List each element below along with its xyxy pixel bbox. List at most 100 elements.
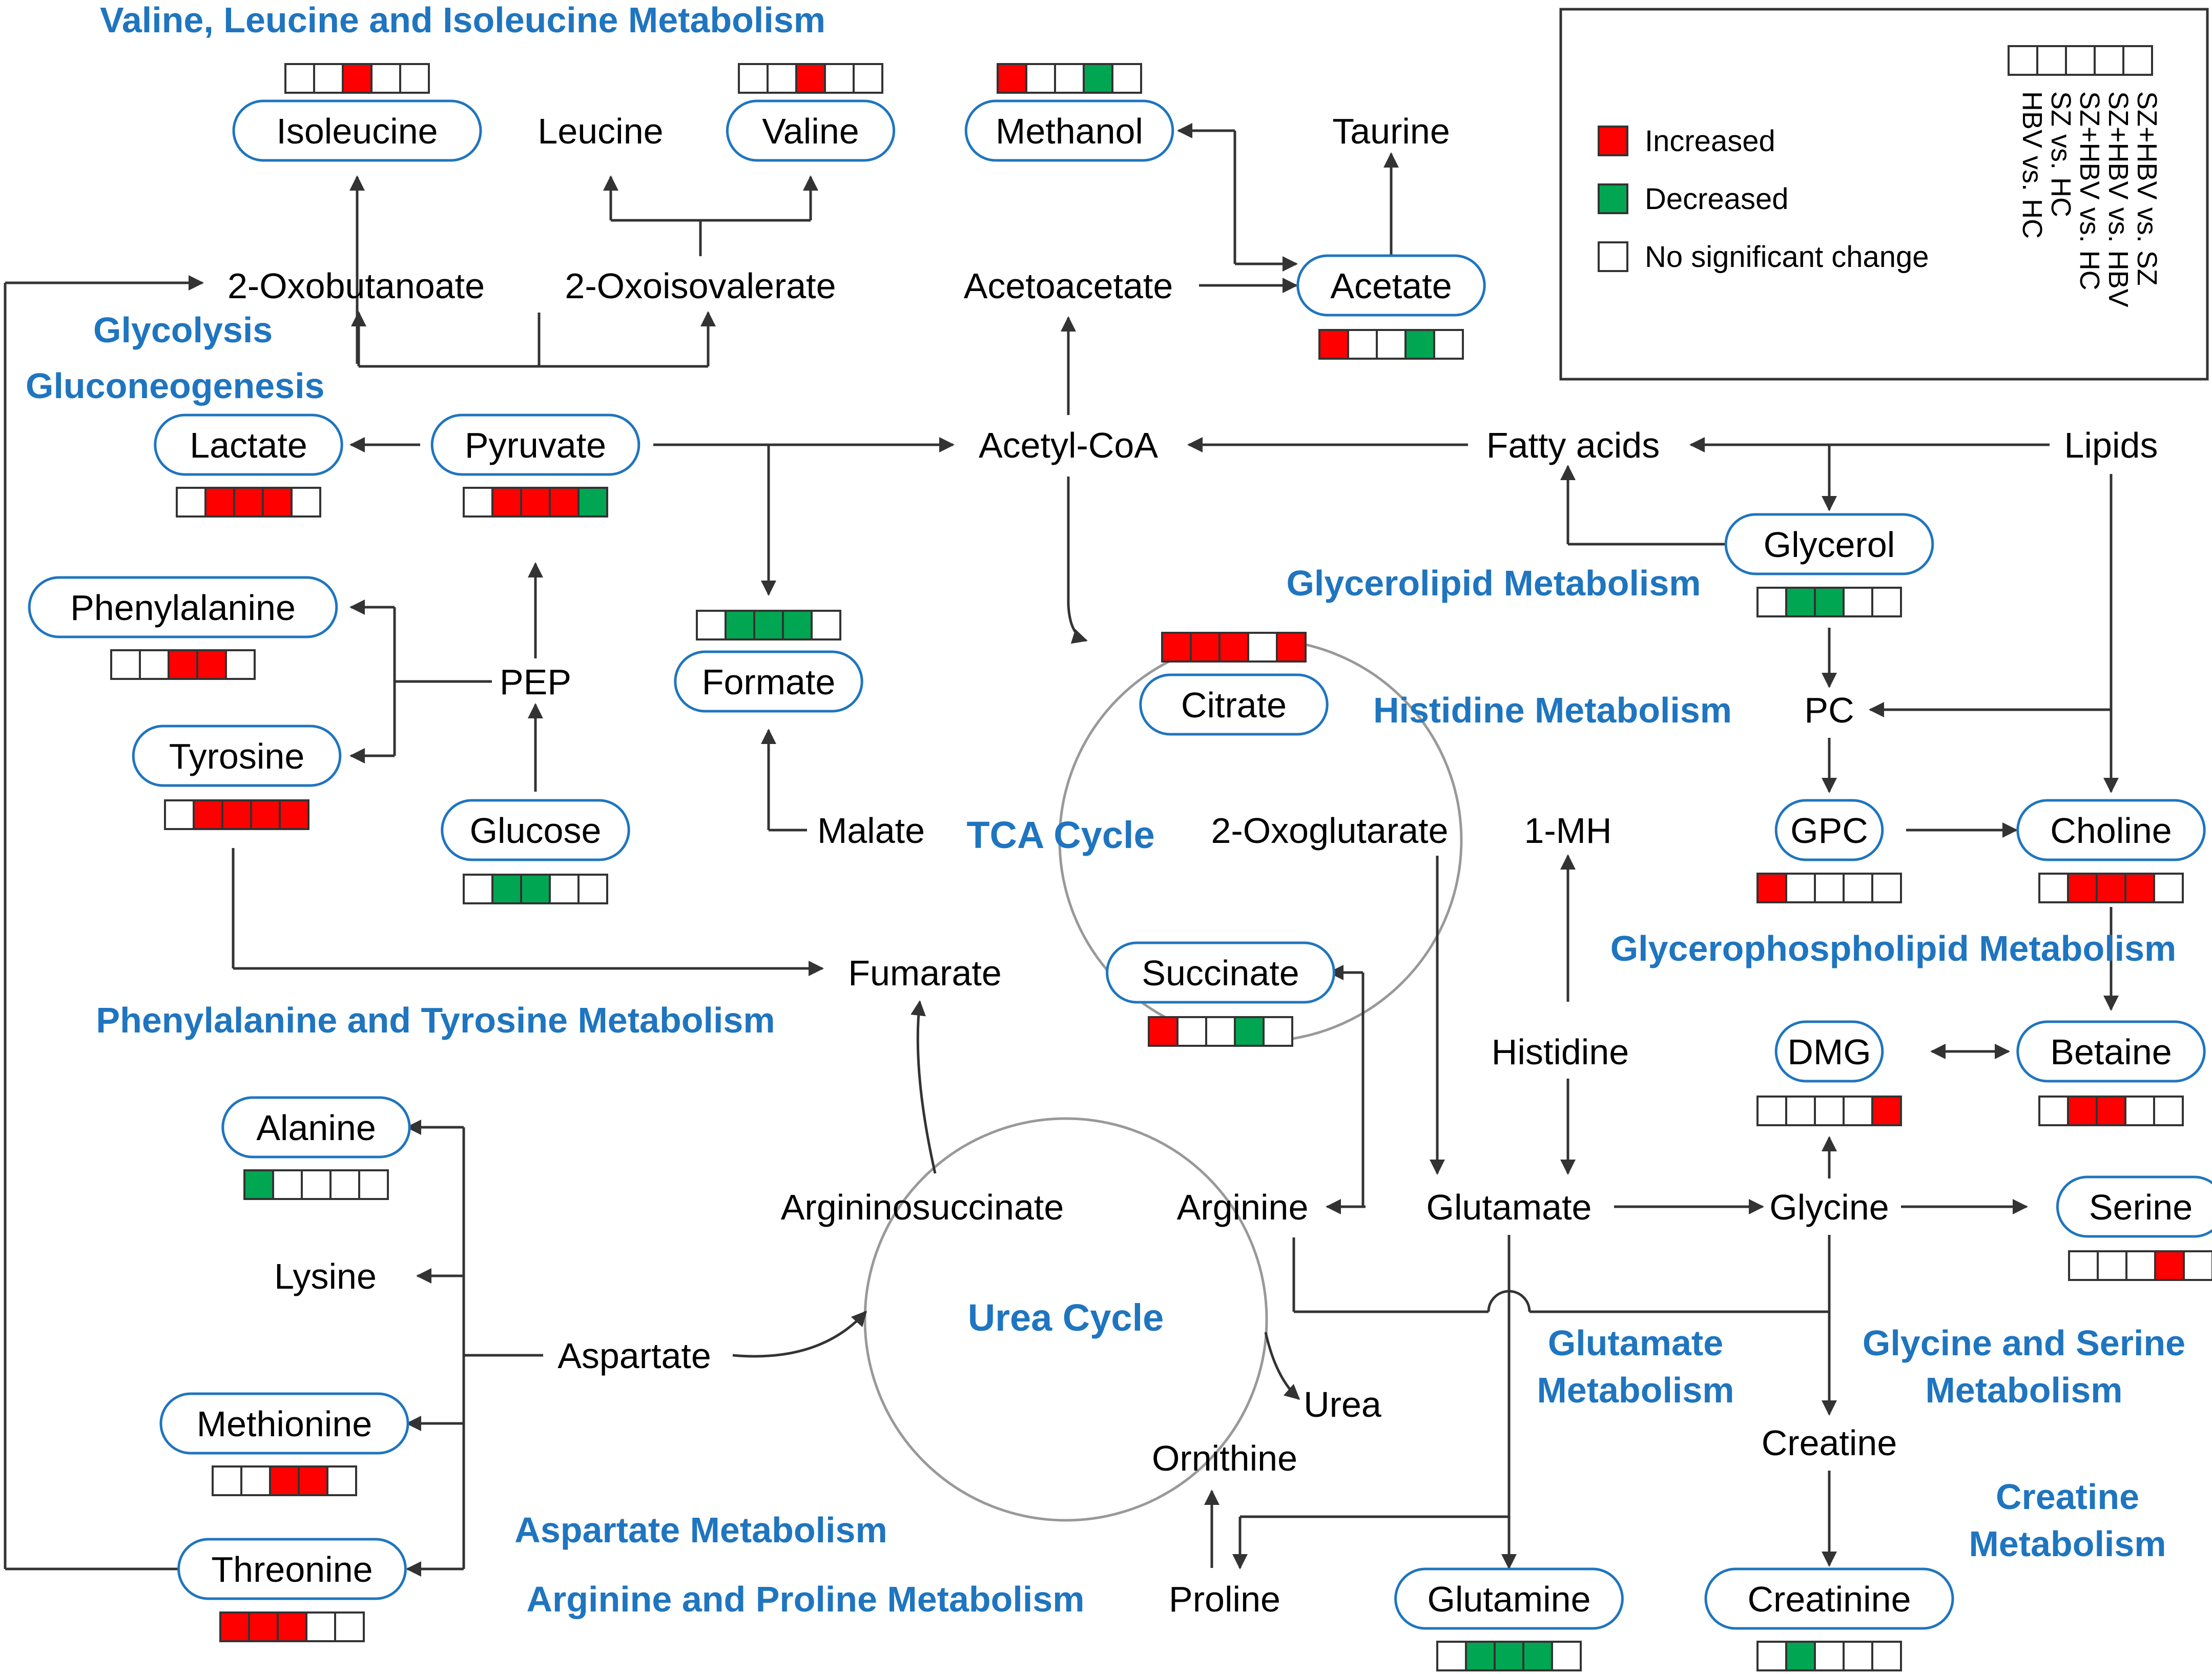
change-bar-glucose bbox=[463, 874, 608, 904]
metabolite-label: Proline bbox=[1169, 1579, 1280, 1619]
legend-bar-cell bbox=[2094, 45, 2124, 76]
metabolite-label: Acetoacetate bbox=[964, 266, 1173, 306]
metabolite-label: Citrate bbox=[1181, 685, 1287, 725]
change-cell-n bbox=[1843, 587, 1873, 617]
change-cell-n bbox=[1551, 1641, 1582, 1671]
pathway-label-glycolysis: Glycolysis bbox=[93, 310, 273, 350]
pathway-labels: Valine, Leucine and Isoleucine Metabolis… bbox=[26, 0, 2185, 1619]
metabolite-gpc: GPC bbox=[1756, 799, 1902, 903]
change-cell-n bbox=[1176, 1016, 1207, 1047]
change-cell-n bbox=[824, 63, 855, 94]
change-cell-n bbox=[1111, 63, 1142, 94]
change-bar-pyruvate bbox=[463, 487, 608, 518]
metabolite-methionine: Methionine bbox=[159, 1392, 409, 1496]
change-cell-i bbox=[193, 799, 223, 830]
change-cell-d bbox=[725, 610, 755, 640]
change-cell-i bbox=[277, 1611, 307, 1642]
change-cell-i bbox=[1276, 632, 1307, 663]
pathway-label-phetyr: Phenylalanine and Tyrosine Metabolism bbox=[96, 1000, 775, 1040]
change-cell-n bbox=[811, 610, 841, 640]
metabolite-pill bbox=[1139, 673, 1329, 736]
metabolite-label: Methanol bbox=[996, 111, 1143, 151]
metabolite-label: Pyruvate bbox=[465, 425, 606, 465]
pathway-label-gluconeogenesis: Gluconeogenesis bbox=[26, 366, 324, 406]
change-bar-tyrosine bbox=[164, 799, 309, 830]
change-cell-n bbox=[696, 610, 727, 640]
change-cell-n bbox=[301, 1169, 332, 1200]
change-bar-choline bbox=[2038, 873, 2184, 903]
change-bar-isoleucine bbox=[284, 63, 430, 94]
metabolite-label: PEP bbox=[500, 662, 571, 702]
change-cell-i bbox=[248, 1611, 279, 1642]
change-cell-i bbox=[1161, 632, 1192, 663]
change-cell-i bbox=[520, 487, 551, 518]
change-bar-lactate bbox=[176, 487, 321, 518]
change-cell-i bbox=[221, 799, 252, 830]
change-cell-n bbox=[313, 63, 344, 94]
metabolite-label: Glucose bbox=[470, 811, 602, 851]
change-cell-n bbox=[1871, 587, 1902, 617]
change-cell-i bbox=[196, 649, 227, 680]
metabolite-label: 2-Oxoglutarate bbox=[1211, 811, 1448, 851]
change-cell-n bbox=[329, 1169, 360, 1200]
metabolite-pill bbox=[1774, 1020, 1884, 1083]
metabolite-glutamine: Glutamine bbox=[1394, 1567, 1624, 1671]
metabolite-succinate: Succinate bbox=[1106, 941, 1335, 1047]
metabolite-label: Histidine bbox=[1492, 1032, 1629, 1072]
change-cell-n bbox=[1436, 1641, 1467, 1671]
legend-swatch-n bbox=[1598, 241, 1628, 272]
change-cell-n bbox=[399, 63, 430, 94]
metabolite-label: Lactate bbox=[190, 425, 307, 465]
metabolite-creatine: Creatine bbox=[1762, 1423, 1897, 1463]
line-crossing-bridge bbox=[1487, 1290, 1531, 1312]
change-cell-i bbox=[549, 487, 580, 518]
legend-swatch-i bbox=[1598, 126, 1628, 156]
change-cell-n bbox=[1843, 1641, 1873, 1671]
metabolite-aspartate: Aspartate bbox=[557, 1336, 711, 1376]
metabolite-pill bbox=[2056, 1175, 2212, 1238]
metabolite-serine: Serine bbox=[2056, 1175, 2212, 1281]
metabolite-label: Urea bbox=[1304, 1384, 1381, 1424]
metabolite-label: Ornithine bbox=[1152, 1438, 1297, 1478]
pathway-label-aspartate: Aspartate Metabolism bbox=[514, 1510, 887, 1550]
metabolite-label: Lipids bbox=[2064, 425, 2158, 465]
change-bar-formate bbox=[696, 610, 841, 640]
change-cell-d bbox=[577, 487, 608, 518]
change-cell-i bbox=[262, 487, 293, 518]
change-bar-acetate bbox=[1318, 329, 1464, 360]
metabolite-tyrosine: Tyrosine bbox=[132, 725, 342, 830]
metabolite-creatinine: Creatinine bbox=[1704, 1567, 1954, 1671]
change-cell-i bbox=[1190, 632, 1221, 663]
change-cell-d bbox=[1785, 1641, 1816, 1671]
metabolite-acetate: Acetate bbox=[1296, 254, 1486, 360]
change-cell-n bbox=[272, 1169, 303, 1200]
metabolite-label: Fatty acids bbox=[1486, 425, 1660, 465]
metabolite-lactate: Lactate bbox=[154, 414, 343, 518]
metabolite-urea: Urea bbox=[1304, 1384, 1381, 1424]
change-cell-n bbox=[853, 63, 883, 94]
metabolite-label: Glutamate bbox=[1427, 1187, 1592, 1227]
change-cell-n bbox=[1756, 587, 1787, 617]
change-cell-i bbox=[795, 63, 826, 94]
change-cell-n bbox=[1843, 1096, 1873, 1126]
change-cell-n bbox=[2125, 1250, 2156, 1281]
change-cell-n bbox=[1376, 329, 1407, 360]
change-cell-n bbox=[2097, 1250, 2127, 1281]
change-cell-d bbox=[753, 610, 784, 640]
reaction-curve bbox=[732, 1310, 867, 1358]
change-cell-n bbox=[1785, 873, 1816, 903]
legend-bar-cell bbox=[2065, 45, 2096, 76]
change-cell-d bbox=[782, 610, 813, 640]
change-bar-glycerol bbox=[1756, 587, 1902, 617]
change-cell-n bbox=[738, 63, 769, 94]
metabolite-label: Arginine bbox=[1177, 1187, 1309, 1227]
pathway-label-glyser2: Metabolism bbox=[1925, 1370, 2122, 1410]
change-cell-i bbox=[1756, 873, 1787, 903]
metabolite-pill bbox=[964, 99, 1174, 162]
metabolite-label: Phenylalanine bbox=[70, 588, 296, 628]
legend-comparison-label: SZ vs. HC bbox=[2045, 91, 2076, 217]
pathway-label-glycerophospholipid: Glycerophospholipid Metabolism bbox=[1610, 928, 2177, 968]
legend-swatch-d bbox=[1598, 183, 1628, 214]
metabolite-label: PC bbox=[1804, 690, 1854, 730]
metabolite-pill bbox=[154, 414, 343, 476]
